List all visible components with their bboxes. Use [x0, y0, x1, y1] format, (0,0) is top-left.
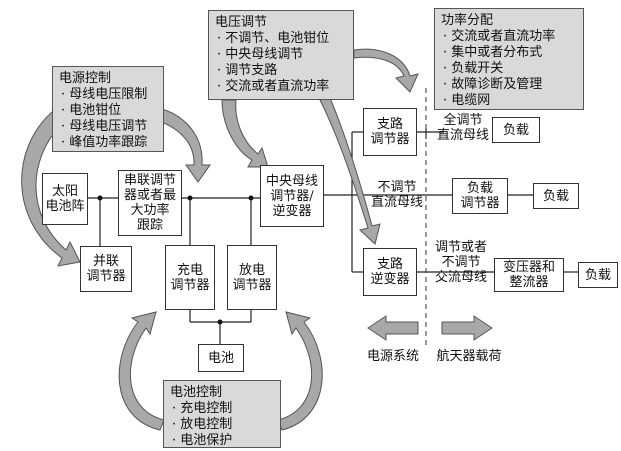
- load-1-label: 负载: [502, 122, 529, 138]
- full-regulated-line-1: 全调节: [443, 113, 483, 128]
- full-regulated-line-2: 直流母线: [436, 128, 489, 143]
- power-control-title: 电源控制: [59, 71, 112, 86]
- series-regulator-line-1: 串联调节: [123, 173, 176, 188]
- shunt-regulator-line-2: 调节器: [86, 269, 126, 284]
- load-box-3: 负载: [578, 262, 618, 288]
- shunt-regulator-box: 并联调节器: [80, 246, 132, 292]
- battery-control-item: 放电控制: [172, 417, 272, 433]
- power-distribution-item: 电缆网: [443, 93, 575, 109]
- shunt-regulator-line-1: 并联: [92, 254, 119, 269]
- charge-regulator-box: 充电调节器: [165, 245, 215, 310]
- ac-bus-label: 调节或者 不调节 交流母线: [428, 240, 494, 285]
- ac-bus-line-3: 交流母线: [434, 270, 487, 285]
- battery-control-item: 电池保护: [172, 433, 272, 449]
- power-control-panel: 电源控制 母线电压限制 电池钳位 母线电压调节 峰值功率跟踪: [52, 66, 164, 152]
- charge-regulator-line-1: 充电: [176, 262, 203, 278]
- battery-control-item: 充电控制: [172, 401, 272, 417]
- load-regulator-line-1: 负载: [466, 181, 493, 196]
- power-distribution-item: 故障诊断及管理: [443, 77, 575, 93]
- full-regulated-dc-bus-label: 全调节 直流母线: [432, 113, 494, 143]
- battery-control-panel: 电池控制 充电控制 放电控制 电池保护: [163, 380, 281, 448]
- voltage-regulation-item: 交流或者直流功率: [217, 79, 345, 95]
- voltage-regulation-item: 调节支路: [217, 63, 345, 79]
- ac-bus-line-2: 不调节: [441, 255, 481, 270]
- central-regulator-line-2: 调节器/: [270, 188, 314, 204]
- discharge-regulator-line-2: 调节器: [232, 277, 272, 293]
- transformer-line-2: 整流器: [509, 275, 549, 290]
- branch-regulator-box: 支路调节器: [363, 108, 417, 156]
- power-distribution-item: 集中或者分布式: [443, 45, 575, 61]
- central-regulator-line-3: 逆变器: [272, 203, 312, 219]
- series-regulator-line-4: 跟踪: [136, 218, 163, 233]
- series-regulator-line-3: 大功率: [130, 203, 170, 218]
- load-2-label: 负载: [542, 188, 569, 204]
- voltage-regulation-item: 中央母线调节: [217, 47, 345, 63]
- spacecraft-load-side-label: 航天器载荷: [436, 349, 502, 364]
- power-distribution-title: 功率分配: [441, 13, 494, 28]
- battery-control-title: 电池控制: [170, 385, 223, 400]
- branch-inverter-line-1: 支路: [376, 257, 403, 272]
- unregulated-dc-bus-label: 不调节 直流母线: [366, 180, 428, 210]
- power-control-item: 峰值功率跟踪: [61, 135, 155, 151]
- load-box-2: 负载: [533, 183, 579, 209]
- voltage-regulation-item: 不调节、电池钳位: [217, 31, 345, 47]
- load-box-1: 负载: [492, 117, 540, 143]
- solar-array-box: 太阳电池阵: [42, 173, 88, 225]
- transformer-rectifier-box: 变压器和整流器: [494, 258, 564, 292]
- load-regulator-line-2: 调节器: [460, 196, 500, 211]
- discharge-regulator-line-1: 放电: [238, 262, 265, 278]
- unregulated-dc-line-1: 不调节: [377, 180, 417, 195]
- power-distribution-panel: 功率分配 交流或者直流功率 集中或者分布式 负载开关 故障诊断及管理 电缆网: [434, 8, 584, 110]
- central-bus-regulator-box: 中央母线调节器/逆变器: [260, 165, 324, 227]
- transformer-line-1: 变压器和: [502, 260, 555, 275]
- load-3-label: 负载: [584, 267, 611, 283]
- branch-regulator-line-1: 支路: [376, 117, 403, 132]
- battery-box: 电池: [198, 344, 244, 372]
- series-regulator-box: 串联调节器或者最大功率跟踪: [118, 170, 182, 236]
- power-distribution-item: 交流或者直流功率: [443, 29, 575, 45]
- battery-label: 电池: [207, 350, 234, 366]
- charge-regulator-line-2: 调节器: [170, 277, 210, 293]
- power-distribution-item: 负载开关: [443, 61, 575, 77]
- load-regulator-box: 负载调节器: [452, 178, 508, 214]
- voltage-regulation-panel: 电压调节 不调节、电池钳位 中央母线调节 调节支路 交流或者直流功率: [208, 10, 354, 100]
- series-regulator-line-2: 器或者最: [123, 188, 176, 203]
- power-control-item: 母线电压限制: [61, 87, 155, 103]
- ac-bus-line-1: 调节或者: [434, 240, 487, 255]
- discharge-regulator-box: 放电调节器: [227, 245, 277, 310]
- power-control-item: 电池钳位: [61, 103, 155, 119]
- branch-regulator-line-2: 调节器: [370, 132, 410, 147]
- branch-inverter-box: 支路逆变器: [363, 248, 417, 296]
- power-system-side-label: 电源系统: [366, 349, 419, 364]
- solar-array-line-1: 太阳: [51, 184, 78, 199]
- branch-inverter-line-2: 逆变器: [370, 272, 410, 287]
- solar-array-line-2: 电池阵: [45, 199, 85, 214]
- central-regulator-line-1: 中央母线: [265, 173, 318, 189]
- power-control-item: 母线电压调节: [61, 119, 155, 135]
- voltage-regulation-title: 电压调节: [215, 15, 268, 30]
- unregulated-dc-line-2: 直流母线: [370, 195, 423, 210]
